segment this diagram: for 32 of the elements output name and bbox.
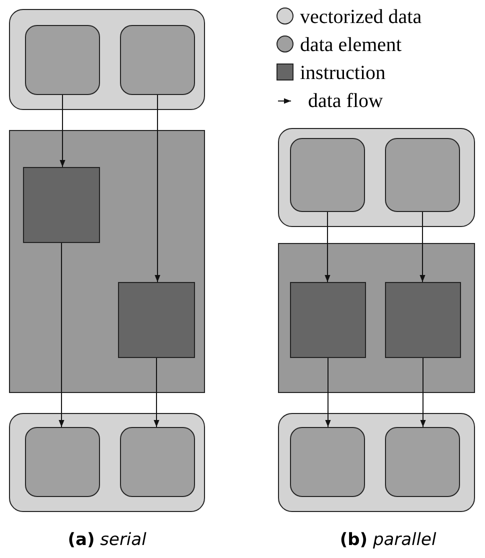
vector-container — [278, 128, 475, 227]
instruction-box — [118, 282, 195, 358]
legend-text: data flow — [308, 90, 383, 112]
instruction-box — [385, 282, 461, 358]
legend-text: instruction — [300, 62, 386, 84]
arrow — [325, 358, 331, 428]
instruction-box — [290, 282, 366, 358]
data-element-box — [385, 138, 460, 212]
subfigure-caption: (b) parallel — [340, 530, 436, 550]
arrow — [154, 358, 160, 428]
vector-container — [9, 9, 205, 110]
arrow — [154, 94, 160, 282]
instruction-box — [23, 167, 100, 243]
data-element-box — [120, 25, 195, 95]
data-element-box — [120, 427, 195, 497]
arrow — [60, 94, 66, 168]
vector-container — [278, 413, 475, 512]
processing-area — [278, 243, 475, 393]
legend-text: vectorized data — [300, 6, 422, 28]
vector-container — [9, 413, 205, 512]
subfigure-caption: (a) serial — [68, 530, 146, 550]
data-element-box — [290, 138, 365, 212]
processing-area — [9, 130, 205, 393]
arrow — [420, 358, 426, 428]
arrow — [58, 242, 64, 428]
arrow — [420, 212, 426, 282]
data-element-box — [290, 427, 365, 497]
data-element-box — [25, 25, 100, 95]
data-element-box — [385, 427, 460, 497]
arrow — [324, 212, 330, 282]
data-element-box — [25, 427, 100, 497]
legend-text: data element — [300, 34, 402, 56]
